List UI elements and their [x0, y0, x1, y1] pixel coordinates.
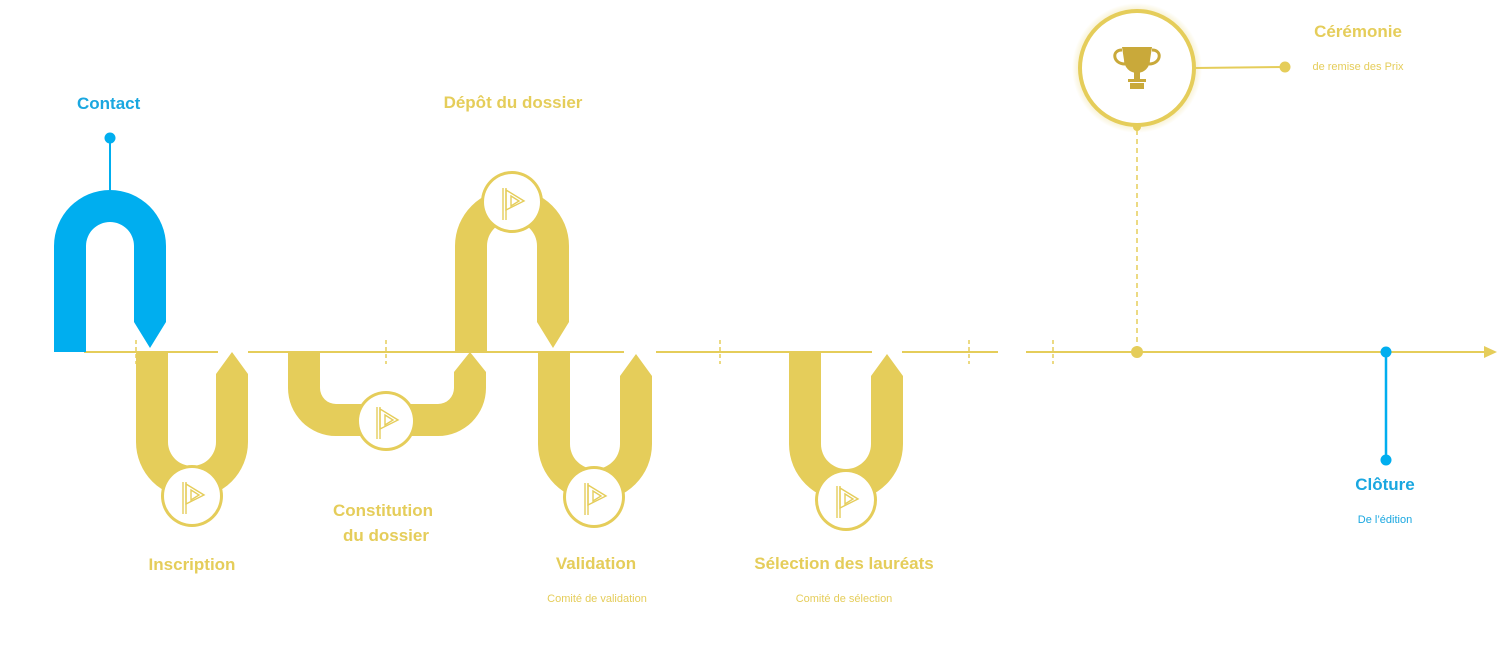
selection-label: Sélection des lauréats	[754, 554, 934, 573]
ceremony-connector	[1193, 66, 1286, 69]
validation-label: Validation	[555, 554, 637, 573]
trophy-icon	[1113, 47, 1161, 89]
baseline-gap	[998, 349, 1026, 355]
ceremony-sublabel: de remise des Prix	[1312, 61, 1404, 73]
validation-sublabel: Comité de validation	[547, 593, 647, 605]
cloture-label: Clôture	[1355, 475, 1415, 494]
depot-badge	[481, 171, 543, 233]
flag-icon	[836, 486, 860, 518]
depot-arch	[455, 189, 569, 352]
depot-label: Dépôt du dossier	[443, 93, 583, 112]
flag-icon	[376, 407, 400, 439]
inscription-badge	[161, 465, 223, 527]
tick-marks	[135, 340, 1054, 364]
ceremony-base-dot	[1131, 346, 1143, 358]
constitution-label: Constitution	[332, 501, 434, 520]
timeline-arrowhead	[1484, 346, 1497, 358]
constitution-badge	[356, 391, 416, 451]
contact-dot	[104, 132, 116, 144]
contact-arch	[54, 190, 166, 352]
ceremony-label: Cérémonie	[1314, 22, 1402, 41]
cloture-top-dot	[1380, 346, 1392, 358]
ceremony-ring-dot	[1133, 123, 1141, 131]
ceremony-dot	[1279, 61, 1291, 73]
constitution-channel	[288, 352, 486, 436]
inscription-label: Inscription	[148, 555, 236, 574]
validation-u	[538, 352, 652, 501]
cloture-sublabel: De l’édition	[1357, 514, 1413, 526]
baseline-gap	[218, 349, 248, 355]
inscription-u	[136, 352, 248, 498]
constitution-label-line2: du dossier	[343, 526, 429, 545]
cloture-bottom-dot	[1380, 454, 1392, 466]
flag-icon	[502, 188, 526, 220]
flag-icon	[182, 482, 206, 514]
selection-sublabel: Comité de sélection	[795, 593, 893, 605]
contact-label: Contact	[77, 94, 141, 113]
baseline-gap	[624, 349, 656, 355]
validation-badge	[563, 466, 625, 528]
selection-u	[789, 352, 903, 501]
baseline-gap	[872, 349, 902, 355]
flag-icon	[584, 483, 608, 515]
selection-badge	[815, 469, 877, 531]
